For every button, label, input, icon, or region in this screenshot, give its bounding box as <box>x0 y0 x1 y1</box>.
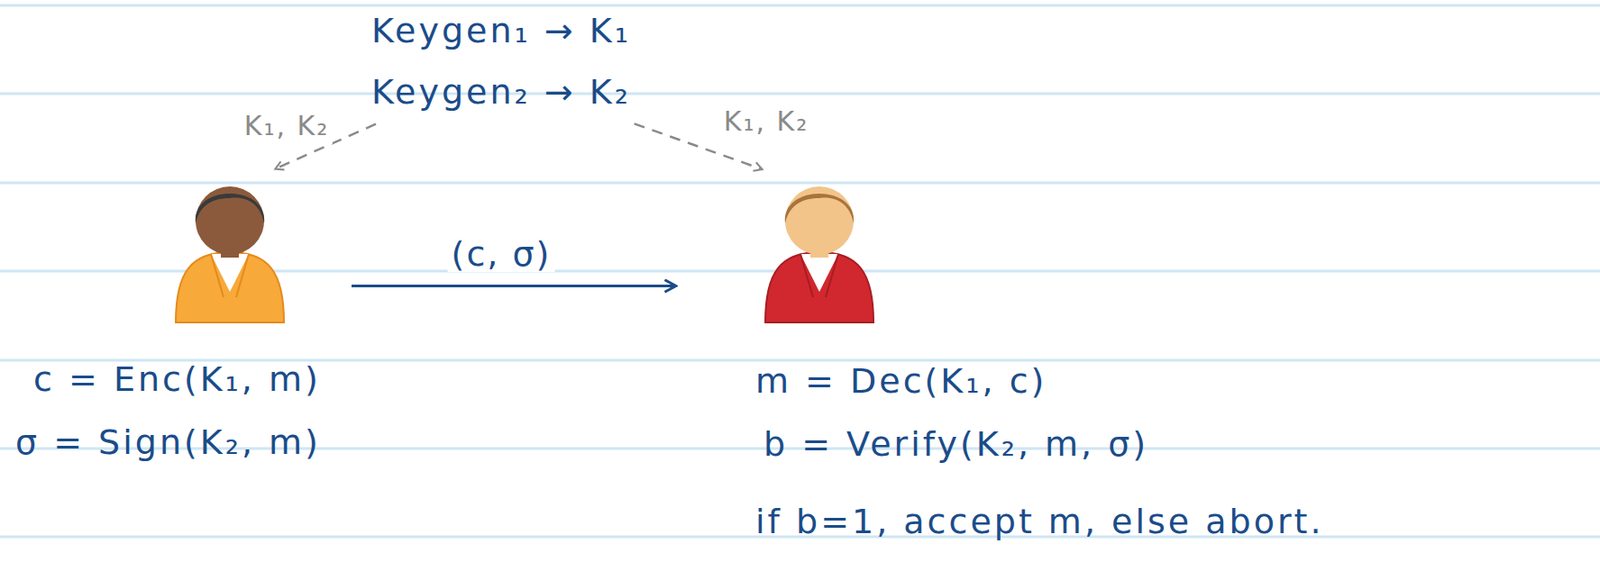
receiver: m = Dec(K₁, c)b = Verify(K₂, m, σ)if b=1… <box>676 171 879 325</box>
person-icon <box>171 171 289 325</box>
formula-text: m = Dec(K₁, c) <box>755 358 1047 404</box>
formula-text: σ = Sign(K₂, m) <box>15 420 321 466</box>
formula-text: Keygen₁ → K₁ <box>371 0 631 62</box>
message-arrow <box>351 284 677 288</box>
formula-text: b = Verify(K₂, m, σ) <box>763 421 1149 467</box>
person-icon <box>760 171 878 325</box>
formula-text: if b=1, accept m, else abort. <box>755 499 1325 545</box>
edge-label: K₁, K₂ <box>720 103 813 140</box>
keygen-block: Keygen₁ → K₁Keygen₂ → K₂ <box>371 0 631 123</box>
formula-text: c = Enc(K₁, m) <box>33 356 321 403</box>
sender: c = Enc(K₁, m)σ = Sign(K₂, m) <box>166 171 352 325</box>
edge-label: (c, σ) <box>448 236 556 273</box>
formula-text: Keygen₂ → K₂ <box>371 61 631 123</box>
edge-label: K₁, K₂ <box>240 108 333 145</box>
